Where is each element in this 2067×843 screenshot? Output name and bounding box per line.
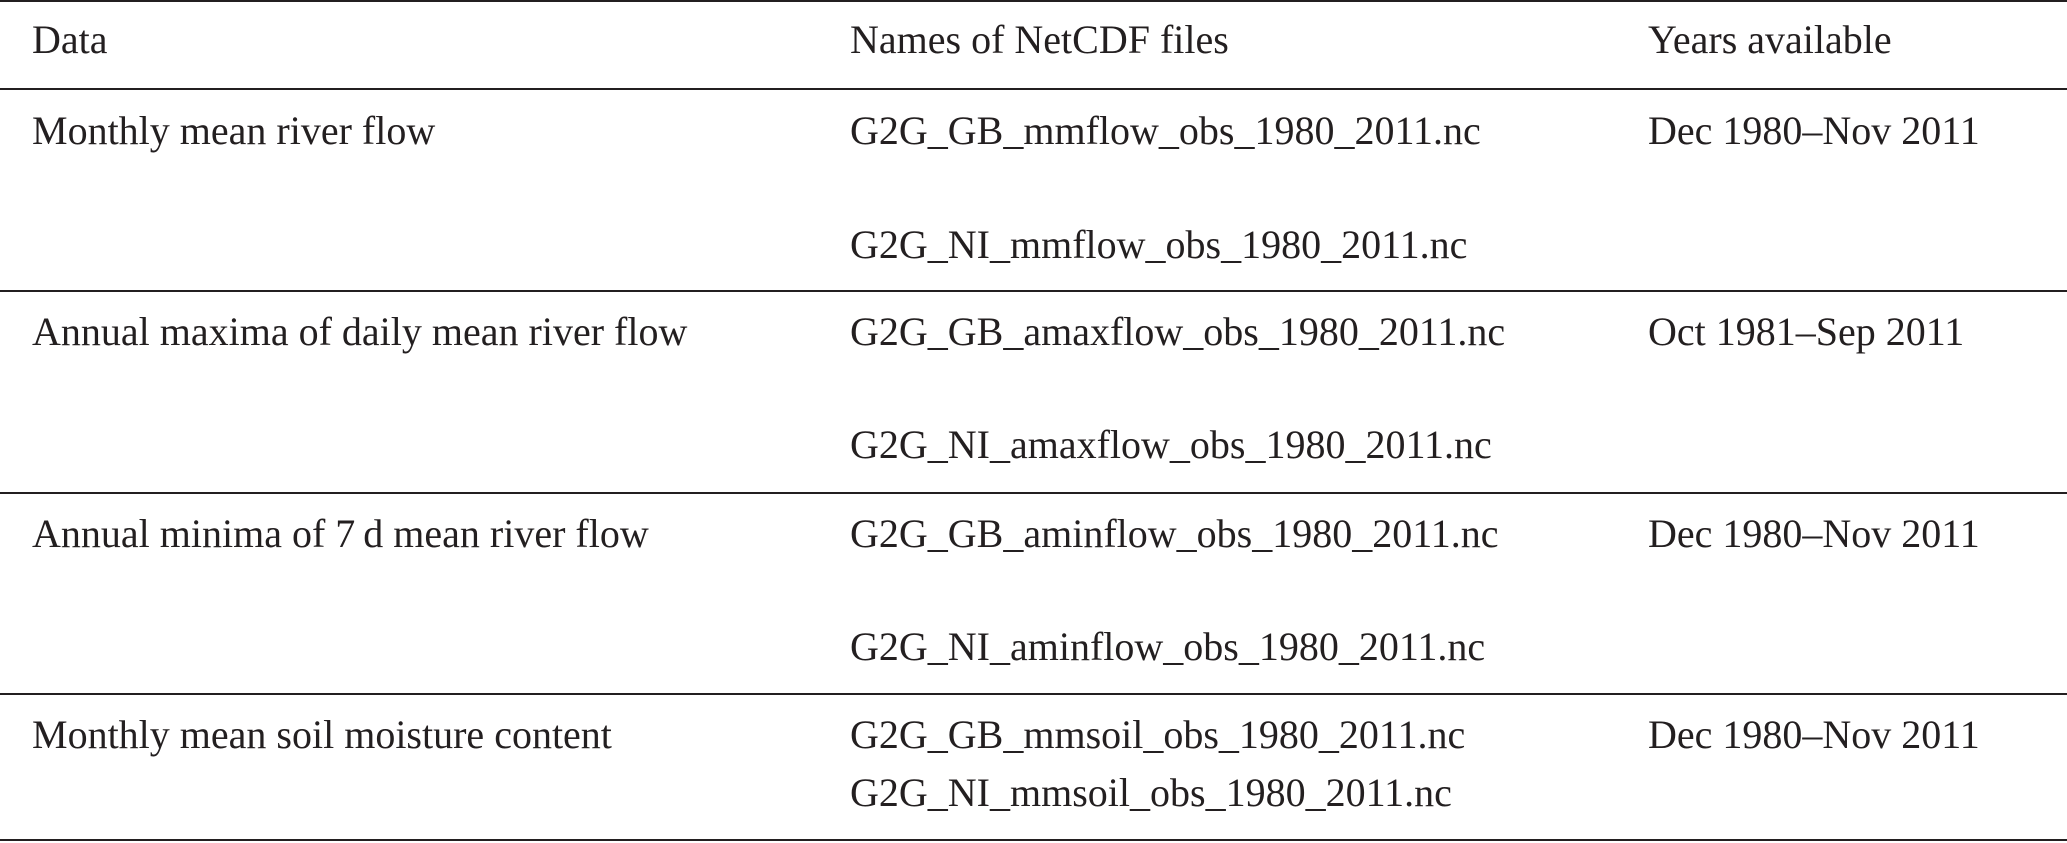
- file-name-cell: G2G_GB_aminflow_obs_1980_2011.nc: [850, 511, 1499, 556]
- row-divider: [0, 693, 2067, 695]
- file-name-cell: G2G_GB_mmflow_obs_1980_2011.nc: [850, 108, 1481, 153]
- data-cell: Annual minima of 7 d mean river flow: [32, 511, 649, 556]
- table-bottom-rule: [0, 839, 2067, 841]
- header-bottom-rule: [0, 88, 2067, 90]
- column-header-years: Years available: [1648, 17, 1892, 62]
- file-name-cell: G2G_NI_amaxflow_obs_1980_2011.nc: [850, 422, 1492, 467]
- years-cell: Oct 1981–Sep 2011: [1648, 309, 1965, 354]
- file-name-cell: G2G_GB_amaxflow_obs_1980_2011.nc: [850, 309, 1506, 354]
- years-cell: Dec 1980–Nov 2011: [1648, 108, 1980, 153]
- data-cell: Monthly mean soil moisture content: [32, 712, 612, 757]
- column-header-file-names: Names of NetCDF files: [850, 17, 1229, 62]
- file-name-cell: G2G_NI_mmsoil_obs_1980_2011.nc: [850, 770, 1452, 815]
- row-divider: [0, 290, 2067, 292]
- file-name-cell: G2G_GB_mmsoil_obs_1980_2011.nc: [850, 712, 1466, 757]
- data-cell: Monthly mean river flow: [32, 108, 436, 153]
- data-cell: Annual maxima of daily mean river flow: [32, 309, 688, 354]
- file-name-cell: G2G_NI_aminflow_obs_1980_2011.nc: [850, 624, 1486, 669]
- row-divider: [0, 492, 2067, 494]
- file-name-cell: G2G_NI_mmflow_obs_1980_2011.nc: [850, 222, 1468, 267]
- years-cell: Dec 1980–Nov 2011: [1648, 712, 1980, 757]
- years-cell: Dec 1980–Nov 2011: [1648, 511, 1980, 556]
- column-header-data: Data: [32, 17, 108, 62]
- table-top-rule: [0, 0, 2067, 2]
